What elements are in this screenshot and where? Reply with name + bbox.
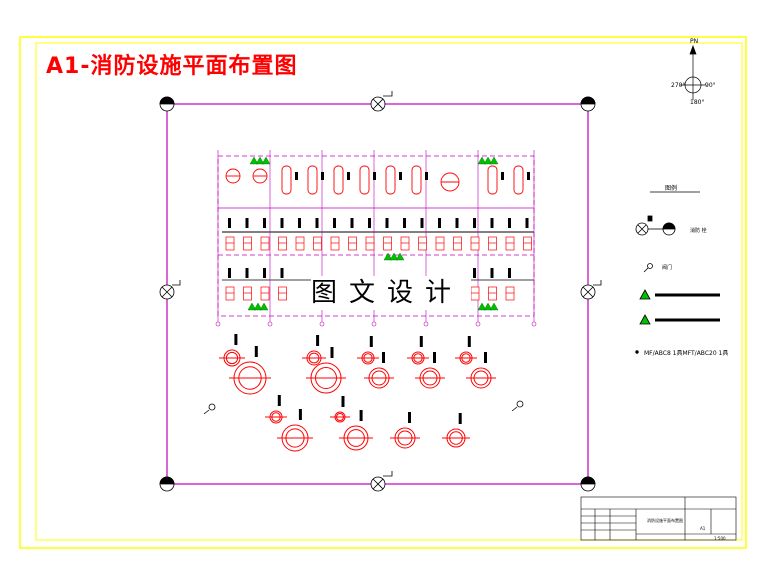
title-block-scale: 1:500 [714,536,726,541]
legend-hydrant-label: 消防 栓 [690,228,707,234]
small-tanks [225,168,460,192]
title-block [580,496,737,541]
drawing-title: A1-消防设施平面布置图 [46,54,298,79]
outer-frame [19,36,747,549]
horizontal-tanks-row [281,165,524,195]
title-block-drawing-name: 消防设施平面布置图 [647,518,683,523]
compass-rose [680,45,706,100]
legend-extinguisher-text: MF/ABC8 1具MFT/ABC20 1具 [644,350,729,357]
boundary-hydrants [159,91,602,492]
pump-row-upper [225,236,532,251]
legend-title: 图例 [665,185,678,192]
compass-north-label: PN [690,38,699,45]
title-block-sheet: A1 [700,526,706,531]
pump-row-lower [225,286,515,301]
storage-tanks [219,349,496,452]
inner-frame [35,42,743,541]
extinguisher-markers [247,156,499,311]
legend-valve-label: 阀门 [662,265,673,271]
compass-west-label: 270° [671,82,686,89]
tank-labels [295,172,530,180]
watermark-text: 图文设计 [311,276,471,310]
pump-tags [228,218,529,424]
valve-symbols [203,400,524,415]
legend-graphics [635,191,720,354]
corner-markers [159,96,596,492]
compass-south-label: 180° [690,99,705,106]
compass-east-label: 90° [705,82,716,89]
